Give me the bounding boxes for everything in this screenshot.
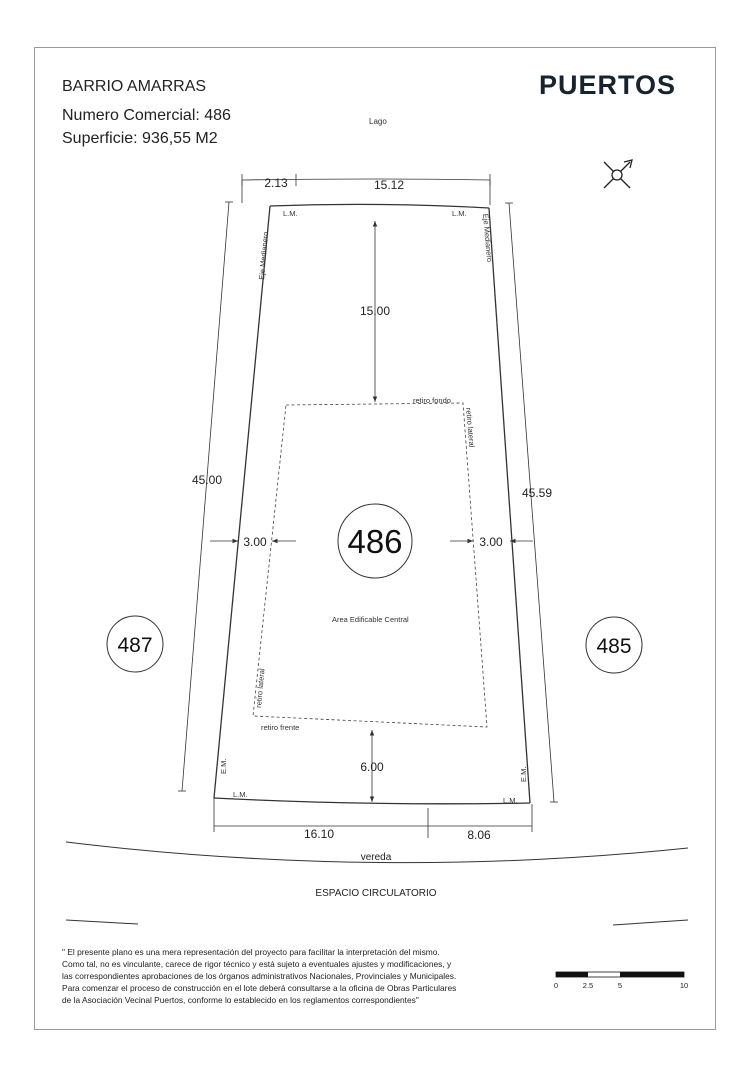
disclaimer-line: Como tal, no es vinculante, carece de ri… xyxy=(62,959,452,969)
puertos-logo: PUERTOS xyxy=(539,70,677,100)
em-left: E.M. xyxy=(219,759,228,774)
dim-bottom-left: 16.10 xyxy=(304,827,334,841)
scale-bar: 0 2.5 5 10 xyxy=(554,971,688,990)
lot-486-circle xyxy=(337,503,413,579)
dim-top-right: 15.12 xyxy=(374,178,404,192)
buildable-area xyxy=(252,402,488,728)
disclaimer-line: " El presente plano es una mera represen… xyxy=(62,947,440,957)
street-curve-left xyxy=(65,919,139,925)
vereda-label: vereda xyxy=(361,852,392,863)
em-right: E.M. xyxy=(519,767,528,782)
espacio-circulatorio: ESPACIO CIRCULATORIO xyxy=(315,888,436,899)
neighbor-left-number: 487 xyxy=(117,634,152,657)
disclaimer: " El presente plano es una mera represen… xyxy=(62,946,518,1006)
lm-bottom-right: L.M. xyxy=(503,796,518,805)
retiro-lateral-left: retiro lateral xyxy=(254,668,266,709)
scale-tick-2-5: 2.5 xyxy=(583,981,593,990)
lot-485-circle xyxy=(585,616,643,674)
dim-lateral-right: 3.00 xyxy=(479,535,503,549)
lot-number: 486 xyxy=(347,523,402,560)
scale-tick-10: 10 xyxy=(680,981,688,990)
retiro-lateral-right: retiro lateral xyxy=(464,407,476,448)
dim-top-left: 2.13 xyxy=(264,176,288,190)
disclaimer-line: las correspondientes aprobaciones de los… xyxy=(62,971,457,981)
lot-boundary xyxy=(213,203,531,805)
lago-label: Lago xyxy=(369,117,387,126)
plan-frame xyxy=(34,47,716,1030)
scale-tick-0: 0 xyxy=(554,981,558,990)
lot-487-circle xyxy=(106,615,164,673)
disclaimer-line: de la Asociación Vecinal Puertos, confor… xyxy=(62,995,419,1005)
lm-bottom-left: L.M. xyxy=(233,790,248,799)
area-edificable-label: Area Edificable Central xyxy=(332,615,409,624)
lm-top-left: L.M. xyxy=(283,209,298,218)
disclaimer-line: Para comenzar el proceso de construcción… xyxy=(62,983,457,993)
north-arrow-icon xyxy=(603,159,633,189)
numero-comercial: Numero Comercial: 486 xyxy=(62,107,231,124)
dim-depth-rear: 15.00 xyxy=(360,304,390,318)
lm-top-right: L.M. xyxy=(452,209,467,218)
superficie: Superficie: 936,55 M2 xyxy=(62,130,218,147)
dim-lateral-left: 3.00 xyxy=(243,535,267,549)
vereda-curve-1 xyxy=(65,841,689,864)
dim-left-side: 45.00 xyxy=(192,473,222,487)
dim-bottom-right: 8.06 xyxy=(467,828,491,842)
eje-medianero-right: Eje Medianero xyxy=(481,213,494,262)
retiro-fondo: retiro fondo xyxy=(413,396,451,405)
dim-front-setback: 6.00 xyxy=(360,760,384,774)
street-curve-right xyxy=(612,919,689,926)
eje-medianero-left: Eje Medianero xyxy=(257,231,270,280)
barrio-title: BARRIO AMARRAS xyxy=(62,78,207,95)
retiro-frente: retiro frente xyxy=(261,723,299,732)
neighbor-right-number: 485 xyxy=(596,635,631,658)
scale-tick-5: 5 xyxy=(618,981,622,990)
dim-right-side: 45.59 xyxy=(522,486,552,500)
